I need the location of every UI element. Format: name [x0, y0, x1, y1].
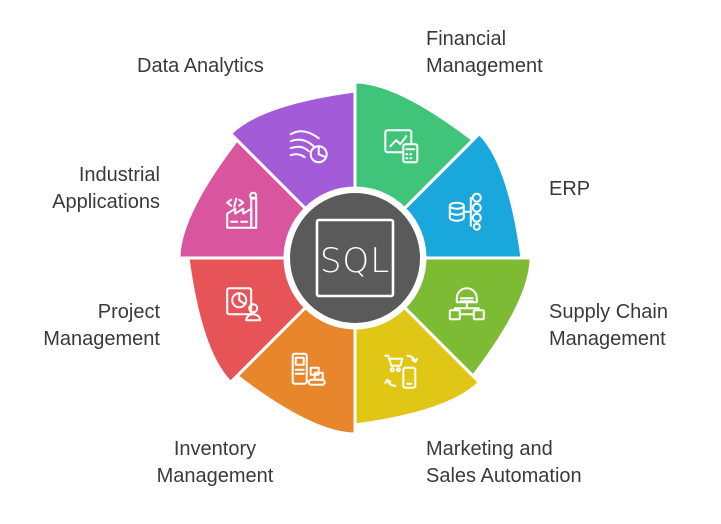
- project-chart-person-icon: [226, 287, 262, 322]
- label-line: Applications: [52, 191, 160, 213]
- label-supply-chain-management: Supply Chain Management: [549, 299, 668, 353]
- label-line: ERP: [549, 178, 591, 200]
- label-line: Inventory: [173, 438, 257, 460]
- label-line: Project: [97, 301, 160, 323]
- label-financial-management: Financial Management: [426, 26, 543, 80]
- label-line: Financial: [426, 28, 507, 50]
- data-stream-chart-icon: [289, 130, 328, 164]
- database-tree-icon: [448, 192, 482, 231]
- label-line: Sales Automation: [426, 465, 582, 487]
- label-line: Supply Chain: [549, 301, 668, 323]
- label-industrial-applications: Industrial Applications: [10, 162, 160, 216]
- label-line: Marketing and: [426, 438, 553, 460]
- label-erp: ERP: [549, 176, 590, 203]
- label-line: Management: [156, 465, 274, 487]
- label-line: Data Analytics: [137, 55, 264, 77]
- sql-box-icon: [315, 218, 395, 298]
- label-project-management: Project Management: [10, 299, 160, 353]
- cart-phone-exchange-icon: [384, 354, 419, 389]
- center-hub: SQL: [284, 187, 426, 329]
- label-line: Management: [549, 328, 666, 350]
- finance-chart-calculator-icon: [384, 129, 419, 164]
- label-line: Management: [43, 328, 160, 350]
- kiosk-conveyor-icon: [291, 352, 326, 386]
- center-label: SQL: [320, 241, 390, 281]
- label-marketing-and-sales-automation: Marketing and Sales Automation: [426, 436, 582, 490]
- label-inventory-management: Inventory Management: [140, 436, 290, 490]
- label-data-analytics: Data Analytics: [137, 53, 264, 80]
- label-line: Industrial: [78, 164, 160, 186]
- label-line: Management: [426, 55, 543, 77]
- factory-code-icon: [226, 191, 258, 229]
- warehouse-network-icon: [448, 287, 485, 321]
